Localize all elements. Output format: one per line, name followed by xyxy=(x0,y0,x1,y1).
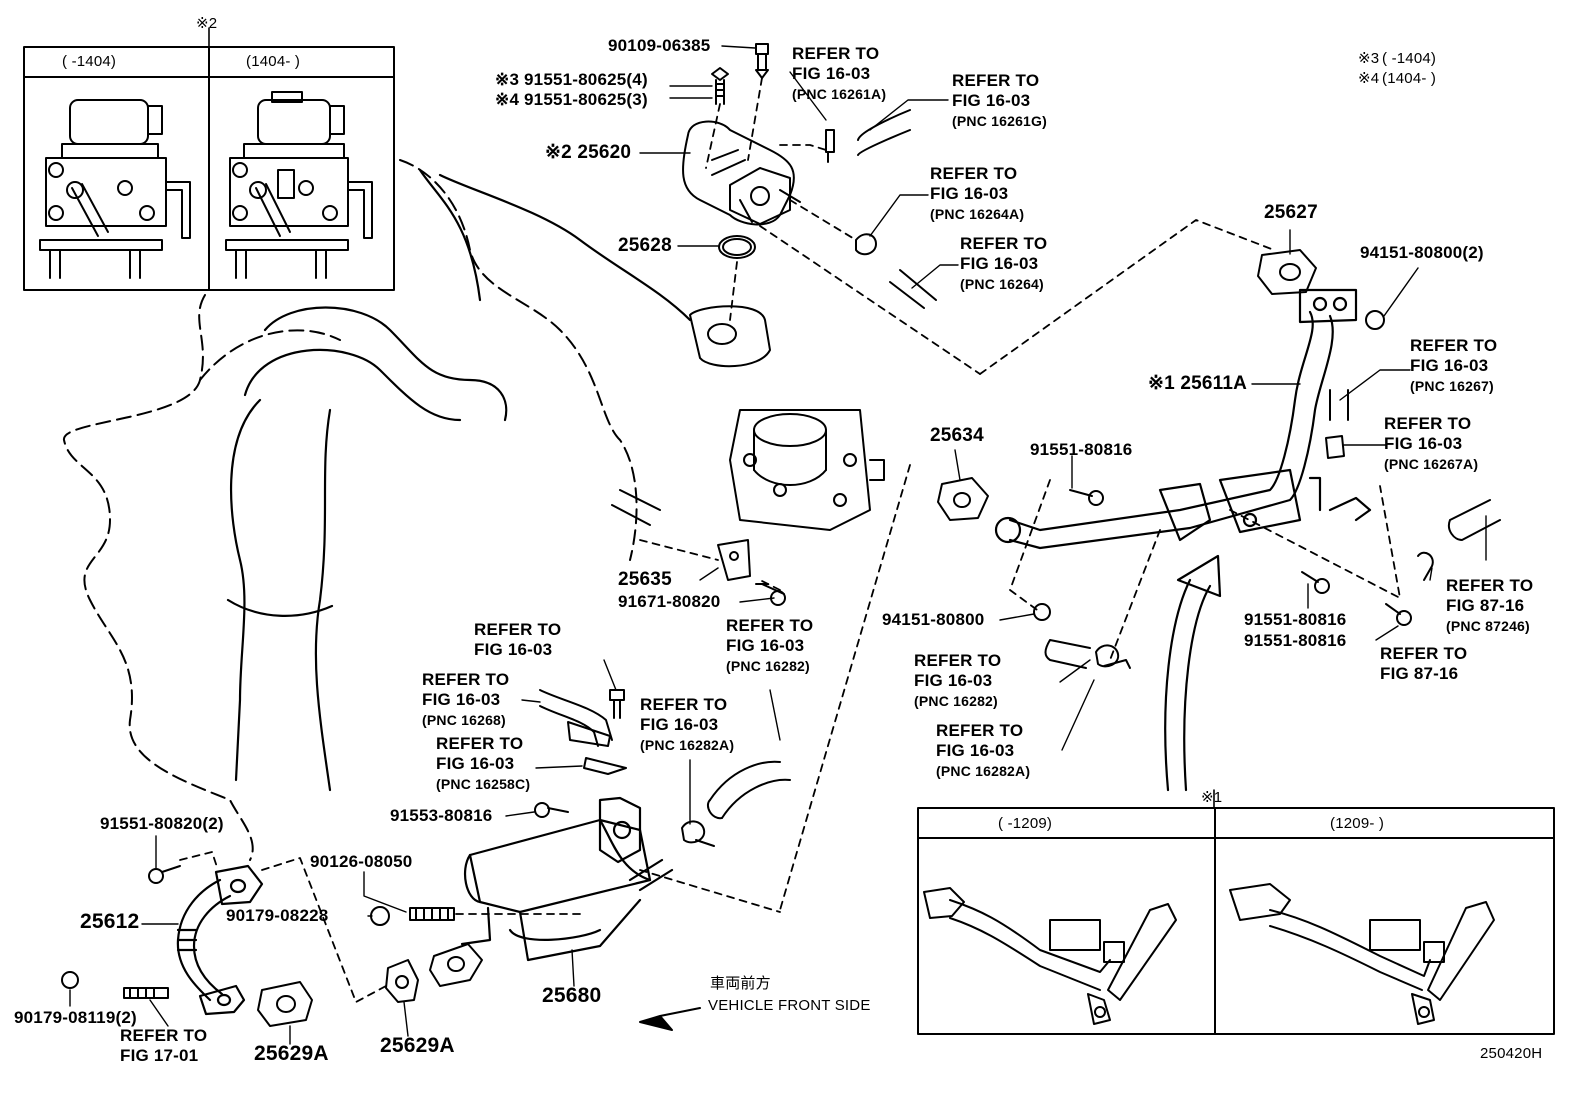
legend-mark-3: ※3 xyxy=(1358,50,1380,67)
gasket-25634 xyxy=(937,477,989,521)
inset-bottom-frame xyxy=(917,789,1555,1035)
gasket-25629A-left xyxy=(257,981,313,1027)
label-91551-80625-3: ※4 91551-80625(3) xyxy=(495,90,648,109)
inset-top-left-range: ( -1404) xyxy=(62,53,117,70)
label-94151-80800-2: 94151-80800(2) xyxy=(1360,243,1484,262)
label-91551-80625-4: ※3 91551-80625(4) xyxy=(495,70,648,89)
egr-valve-new-drawing xyxy=(225,91,373,279)
label-25620: ※2 25620 xyxy=(545,142,632,163)
label-90179-08119-2: 90179-08119(2) xyxy=(14,1008,137,1027)
bracket-25635 xyxy=(717,539,751,581)
stud-90126-08050 xyxy=(409,907,455,921)
inset-top-frame xyxy=(23,27,395,291)
egr-valve-old-drawing xyxy=(39,99,191,279)
label-91551-80816-c: 91551-80816 xyxy=(1244,631,1347,650)
assembly-arrow xyxy=(1164,554,1222,792)
label-91553-80816: 91553-80816 xyxy=(390,806,493,825)
gasket-25627 xyxy=(1257,249,1317,295)
figure-code: 250420H xyxy=(1480,1045,1543,1062)
throttle-body xyxy=(611,305,885,531)
egr-valve-25620 xyxy=(682,120,801,226)
bolt-90109-06385 xyxy=(755,43,769,79)
label-25634: 25634 xyxy=(930,425,984,446)
egr-cooler-25680 xyxy=(460,796,674,962)
label-90179-08228: 90179-08228 xyxy=(226,906,329,925)
label-90126-08050: 90126-08050 xyxy=(310,852,413,871)
egr-pipe-25612 xyxy=(176,864,264,1016)
label-94151-80800: 94151-80800 xyxy=(882,610,985,629)
front-arrow xyxy=(639,1007,701,1031)
inset-bottom-left-range: ( -1209) xyxy=(998,815,1053,832)
note-x1-bottom: ※1 xyxy=(1201,789,1223,806)
gasket-25628 xyxy=(718,235,756,259)
intake-pipe xyxy=(226,168,692,792)
legend-mark-4: ※4 xyxy=(1358,70,1380,87)
bolt-91671-80820 xyxy=(755,583,786,606)
gasket-25629A-right xyxy=(385,943,483,1003)
label-25612: 25612 xyxy=(80,910,140,933)
legend-range-3: ( -1404) xyxy=(1382,50,1437,67)
legend-range-4: (1404- ) xyxy=(1382,70,1437,87)
nut-94151-80800-2 xyxy=(1365,310,1385,330)
inset-top-right-range: (1404- ) xyxy=(246,53,301,70)
label-90109-06385: 90109-06385 xyxy=(608,36,711,55)
label-25680: 25680 xyxy=(542,984,602,1007)
note-x2-top: ※2 xyxy=(196,15,218,32)
label-91551-80820-2: 91551-80820(2) xyxy=(100,814,224,833)
front-label-en: VEHICLE FRONT SIDE xyxy=(708,997,871,1014)
engine-outline xyxy=(63,159,638,861)
label-25627: 25627 xyxy=(1264,202,1318,223)
bolt-91551-80625 xyxy=(711,67,729,105)
label-25635: 25635 xyxy=(618,569,672,590)
label-91671-80820: 91671-80820 xyxy=(618,592,721,611)
label-25629A-left: 25629A xyxy=(254,1042,329,1065)
bolt-91551-80816-a xyxy=(1069,489,1104,506)
pipe-old-drawing xyxy=(923,887,1177,1025)
label-91551-80816-a: 91551-80816 xyxy=(1030,440,1133,459)
nut-94151-80800 xyxy=(1033,603,1051,621)
pipe-new-drawing xyxy=(1229,883,1495,1025)
label-91551-80816-b: 91551-80816 xyxy=(1244,610,1347,629)
label-25629A-right: 25629A xyxy=(380,1034,455,1057)
front-label-jp: 車両前方 xyxy=(710,975,771,992)
egr-pipe-25611A xyxy=(994,288,1372,550)
label-25628: 25628 xyxy=(618,235,672,256)
nut-90179-08228 xyxy=(370,906,390,926)
label-25611A: ※1 25611A xyxy=(1148,373,1248,394)
inset-bottom-right-range: (1209- ) xyxy=(1330,815,1385,832)
